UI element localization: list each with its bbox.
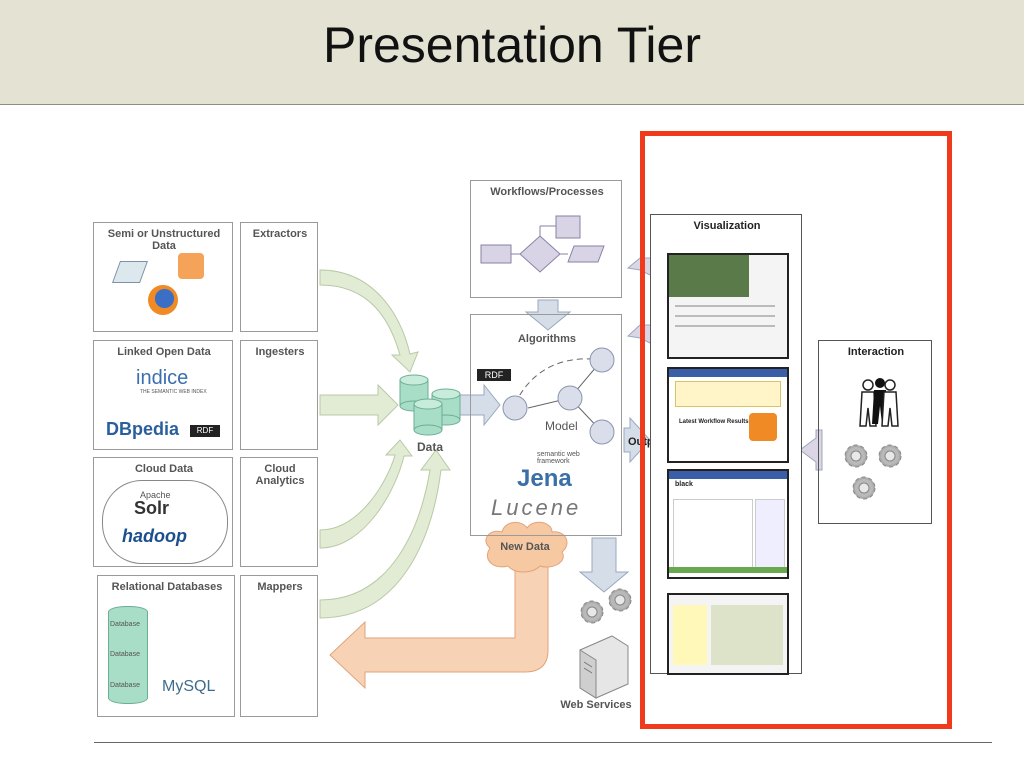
cloud-data-label: Cloud Data	[134, 463, 194, 475]
lucene-logo: Lucene	[491, 495, 582, 520]
extractors-label: Extractors	[252, 228, 308, 240]
database-label-3: Database	[110, 682, 140, 689]
arrow-extractors	[319, 269, 419, 373]
apache-label: Apache	[140, 490, 171, 500]
linked-open-data-box: Linked Open Data indice THE SEMANTIC WEB…	[93, 340, 233, 450]
algorithms-box: Algorithms RDF Model semantic web framew…	[470, 314, 622, 536]
interaction-box: Interaction	[818, 340, 932, 524]
rss-feed-screenshot: Latest Workflow Results	[667, 367, 789, 463]
database-stack	[108, 606, 148, 704]
solr-logo: Solr	[134, 498, 170, 518]
footer-divider	[94, 742, 992, 743]
firefox-icon	[148, 285, 178, 315]
visualization-label: Visualization	[693, 220, 761, 232]
jena-logo: Jena	[517, 465, 572, 492]
dbpedia-logo: DBpedia	[106, 419, 180, 439]
mappers-label: Mappers	[257, 581, 303, 593]
arrow-workflows-to-algorithms	[524, 299, 572, 331]
rdf-logo-left: RDF	[190, 425, 220, 437]
web-services-label: Web Services	[560, 699, 632, 711]
arrow-mappers	[319, 449, 451, 619]
rss-icon	[178, 253, 204, 279]
hadoop-logo: hadoop	[122, 526, 187, 546]
workflow-diagram	[480, 215, 605, 273]
visualization-box: Visualization Latest Workflow Results bl…	[650, 214, 802, 675]
cloud-data-box: Cloud Data Apache Solr hadoop	[93, 457, 233, 567]
workflows-label: Workflows/Processes	[490, 186, 604, 198]
semi-structured-label: Semi or Unstructured Data	[107, 228, 221, 252]
data-store	[399, 374, 461, 436]
semi-structured-box: Semi or Unstructured Data	[93, 222, 233, 332]
people-icon	[859, 378, 899, 427]
interaction-label: Interaction	[847, 346, 905, 358]
extractors-box: Extractors	[240, 222, 318, 332]
server-icon	[579, 635, 629, 699]
mysql-logo: MySQL	[162, 678, 216, 695]
relational-db-box: Relational Databases Database Database D…	[97, 575, 235, 717]
mappers-box: Mappers	[240, 575, 318, 717]
cloud-analytics-label: Cloud Analytics	[255, 463, 305, 487]
geo-map-screenshot	[667, 593, 789, 675]
new-data-arrow	[329, 559, 549, 690]
arrow-algorithms-to-webservices	[578, 537, 630, 593]
database-label-2: Database	[110, 651, 140, 658]
workflows-box: Workflows/Processes	[470, 180, 622, 298]
feed-rss-icon	[749, 413, 777, 441]
rdf-logo-center: RDF	[477, 369, 511, 381]
cloud-shape	[102, 480, 228, 564]
algorithms-label: Algorithms	[517, 333, 577, 345]
slide-title: Presentation Tier	[323, 17, 701, 73]
model-graph	[502, 347, 615, 445]
ingesters-label: Ingesters	[255, 346, 305, 358]
feed-title: Latest Workflow Results	[679, 419, 749, 425]
map-screenshot	[667, 253, 789, 359]
model-label: Model	[545, 419, 578, 433]
jena-subtitle: semantic web framework	[537, 451, 580, 465]
graph-app-screenshot: black	[667, 469, 789, 579]
relational-db-label: Relational Databases	[111, 581, 223, 593]
data-label: Data	[416, 440, 443, 454]
ingest-arrows	[319, 269, 451, 619]
indice-logo: indice	[136, 367, 189, 389]
ingesters-box: Ingesters	[240, 340, 318, 450]
new-data-label: New Data	[500, 541, 550, 553]
arrow-ingesters	[319, 383, 399, 427]
presentation-tier-highlight	[640, 131, 952, 729]
new-data-cloud	[485, 521, 568, 573]
arrow-interaction	[799, 429, 823, 471]
documents-icon	[111, 261, 149, 283]
brand-label: black	[675, 481, 693, 488]
indice-tagline: THE SEMANTIC WEB INDEX	[140, 389, 207, 395]
cloud-analytics-box: Cloud Analytics	[240, 457, 318, 567]
arrow-analytics	[319, 439, 413, 549]
database-label-1: Database	[110, 621, 140, 628]
linked-open-data-label: Linked Open Data	[117, 346, 211, 358]
title-bar: Presentation Tier	[0, 0, 1024, 105]
